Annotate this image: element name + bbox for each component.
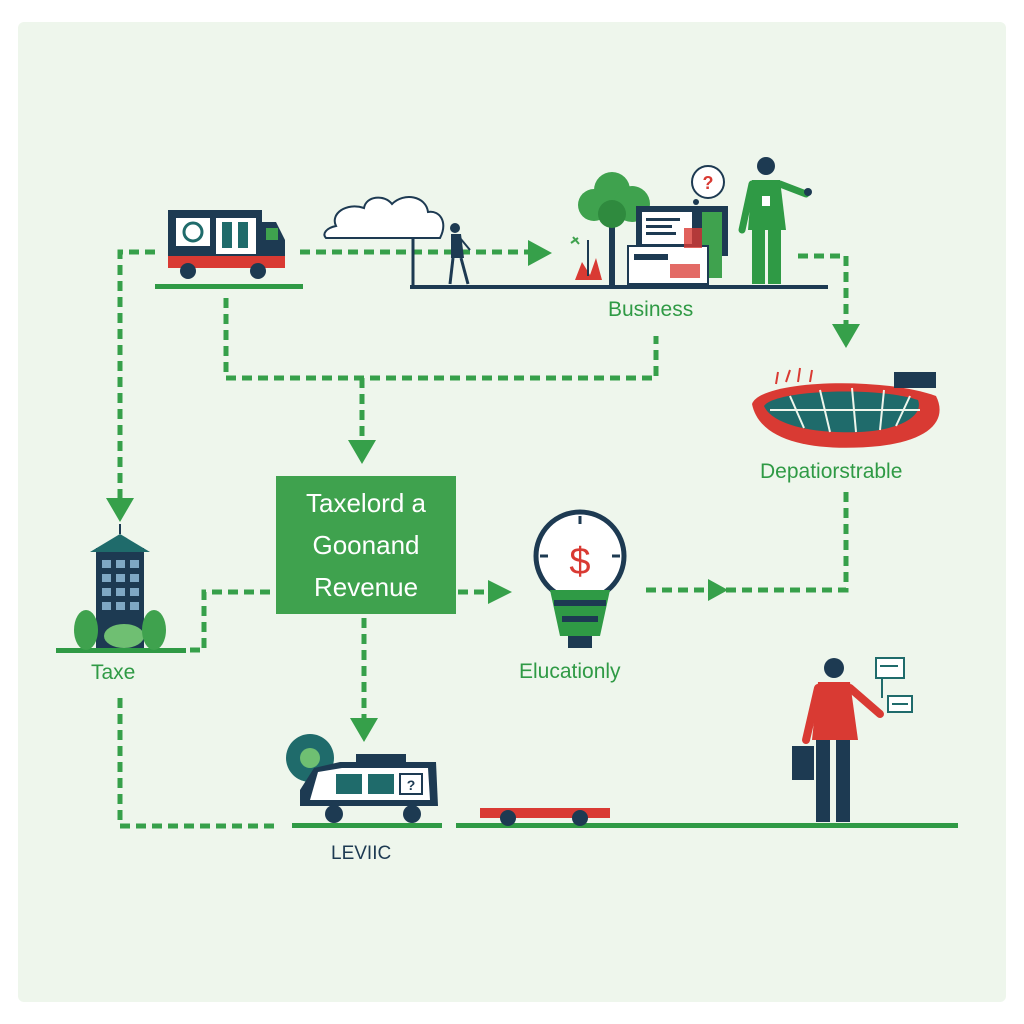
delivery-truck-icon bbox=[168, 210, 285, 279]
arrow-center-to-bulb bbox=[488, 580, 512, 604]
question-bubble-text: ? bbox=[703, 173, 714, 193]
connector-business-to-stadium bbox=[798, 253, 849, 326]
truck-ground bbox=[155, 284, 303, 289]
office-building-icon bbox=[74, 524, 166, 650]
walking-person-icon bbox=[448, 223, 471, 285]
tree-icon bbox=[570, 172, 650, 286]
cloud-icon bbox=[323, 196, 445, 286]
lightbulb-dollar-icon: $ bbox=[533, 509, 627, 648]
arrow-to-center bbox=[348, 440, 376, 464]
businessman-icon bbox=[792, 658, 884, 822]
arrowheads bbox=[106, 240, 860, 742]
bus-label: LEVIIC bbox=[331, 843, 392, 864]
stadium-icon bbox=[752, 367, 940, 448]
road-ground bbox=[456, 823, 958, 828]
center-line-3: Revenue bbox=[313, 572, 419, 602]
connector-building-to-center bbox=[190, 589, 276, 653]
business-ground bbox=[410, 285, 828, 289]
floating-screens-icon bbox=[875, 657, 913, 713]
background-panel bbox=[18, 22, 1006, 1002]
bus-ground bbox=[292, 823, 442, 828]
connector-truck-to-building bbox=[117, 249, 155, 505]
connector-building-to-bus bbox=[117, 698, 280, 829]
worker-icon bbox=[738, 157, 812, 284]
connectors bbox=[117, 249, 849, 829]
office-desk-icon bbox=[627, 206, 728, 285]
building-label: Taxe bbox=[91, 661, 136, 684]
stadium-label: Depatiorstrable bbox=[760, 460, 903, 483]
arrow-to-bus bbox=[350, 718, 378, 742]
building-ground bbox=[56, 648, 186, 653]
center-revenue-box: Taxelord a Goonand Revenue bbox=[276, 476, 456, 614]
question-bubble-icon: ? bbox=[691, 165, 725, 205]
business-label: Business bbox=[608, 298, 694, 321]
arrow-to-building bbox=[106, 498, 134, 522]
ground-lines bbox=[56, 284, 958, 828]
arrow-to-business bbox=[528, 240, 552, 266]
bulb-label: Elucationly bbox=[519, 660, 621, 683]
connector-truck-to-center bbox=[223, 298, 659, 381]
bulb-dollar-symbol: $ bbox=[569, 541, 590, 583]
center-line-2: Goonand bbox=[312, 530, 420, 560]
cart-icon bbox=[480, 808, 610, 826]
arrow-to-stadium bbox=[832, 324, 860, 348]
connector-stadium-to-bulb bbox=[720, 492, 849, 593]
bus-badge-text: ? bbox=[407, 777, 416, 793]
arrow-stadium-to-bulb bbox=[708, 579, 728, 601]
center-line-1: Taxelord a bbox=[306, 488, 426, 518]
bus-icon: ? bbox=[286, 734, 438, 823]
